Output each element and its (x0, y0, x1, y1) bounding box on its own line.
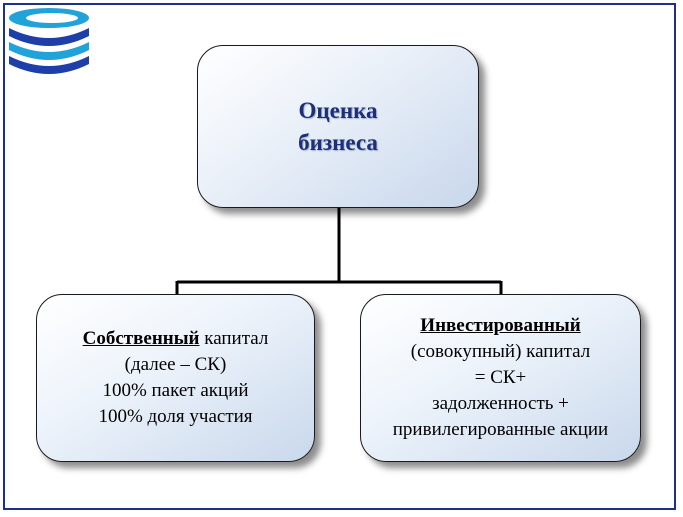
equity-capital-text: Собственный капитал (далее – СК) 100% па… (82, 328, 269, 427)
database-logo-icon (9, 8, 89, 74)
equity-capital-node: Собственный капитал (далее – СК) 100% па… (36, 294, 315, 462)
invested-capital-heading: Инвестированный (420, 315, 581, 336)
root-node-title: Оценка бизнеса (298, 97, 378, 155)
equity-capital-heading: Собственный (82, 328, 200, 349)
slide-frame (3, 3, 676, 510)
invested-capital-text: Инвестированный (совокупный) капитал = С… (392, 315, 609, 440)
business-valuation-node: Оценка бизнеса (197, 45, 479, 208)
invested-capital-node: Инвестированный (совокупный) капитал = С… (360, 294, 641, 462)
